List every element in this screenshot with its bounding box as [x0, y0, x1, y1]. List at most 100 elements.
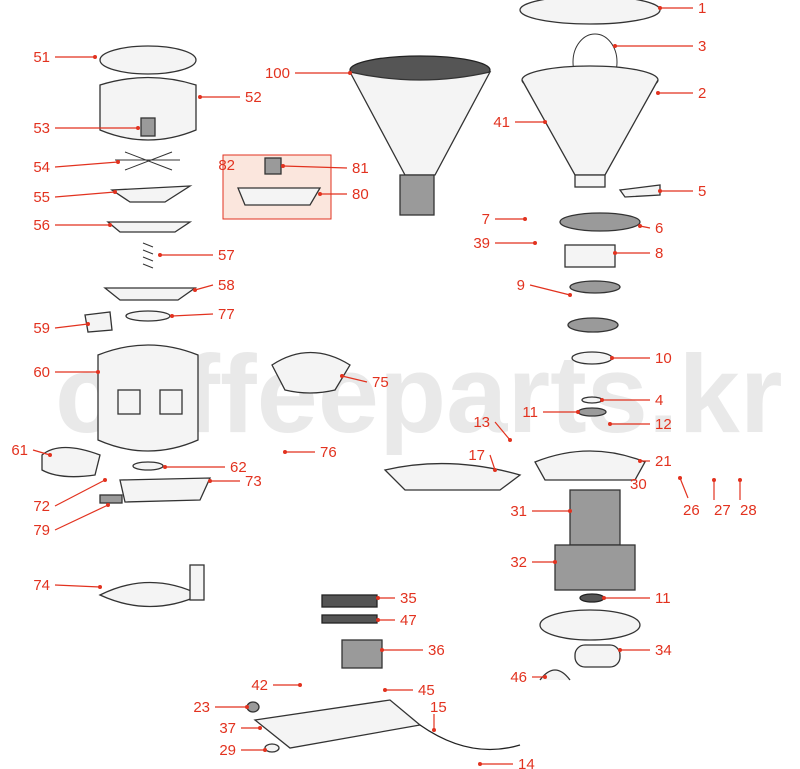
part-label-81: 81	[352, 160, 369, 177]
leader-line	[54, 504, 109, 531]
leader-arrow-icon	[658, 6, 662, 10]
part-label-60: 60	[33, 364, 50, 381]
leader-arrow-icon	[103, 478, 107, 482]
part-label-41: 41	[493, 114, 510, 131]
leader-arrow-icon	[113, 190, 117, 194]
leader-arrow-icon	[86, 322, 90, 326]
leader-arrow-icon	[543, 675, 547, 679]
part-label-55: 55	[33, 189, 50, 206]
part-label-61: 61	[11, 442, 28, 459]
leader-arrow-icon	[116, 160, 120, 164]
part-label-1: 1	[698, 0, 706, 17]
part-label-82: 82	[218, 157, 235, 174]
part-label-53: 53	[33, 120, 50, 137]
leader-arrow-icon	[298, 683, 302, 687]
part-label-28: 28	[740, 502, 757, 519]
leader-line	[529, 284, 571, 296]
part-label-79: 79	[33, 522, 50, 539]
part-label-62: 62	[230, 459, 247, 476]
part-label-52: 52	[245, 89, 262, 106]
leader-arrow-icon	[712, 478, 716, 482]
leader-arrow-icon	[600, 398, 604, 402]
part-label-11: 11	[522, 404, 538, 421]
part-label-3: 3	[698, 38, 706, 55]
leader-arrow-icon	[48, 453, 52, 457]
leader-arrow-icon	[340, 374, 344, 378]
part-label-73: 73	[245, 473, 262, 490]
part-label-76: 76	[320, 444, 337, 461]
part-label-31: 31	[510, 503, 527, 520]
part-label-9: 9	[517, 277, 525, 294]
leader-line	[54, 191, 116, 198]
leader-arrow-icon	[283, 450, 287, 454]
leader-arrow-icon	[281, 164, 285, 168]
leader-line	[194, 284, 214, 291]
part-label-75: 75	[372, 374, 389, 391]
part-label-57: 57	[218, 247, 235, 264]
leader-arrow-icon	[245, 705, 249, 709]
leader-arrow-icon	[108, 223, 112, 227]
leader-arrow-icon	[576, 410, 580, 414]
leader-arrow-icon	[533, 241, 537, 245]
leader-line	[679, 477, 689, 499]
leader-line	[494, 421, 511, 441]
leader-arrow-icon	[602, 596, 606, 600]
part-labels: 5152535455565758775960616273727976741008…	[11, 0, 756, 769]
leader-arrow-icon	[613, 251, 617, 255]
leader-arrow-icon	[376, 618, 380, 622]
leader-arrow-icon	[93, 55, 97, 59]
leader-arrow-icon	[383, 688, 387, 692]
leader-arrow-icon	[258, 726, 262, 730]
leader-arrow-icon	[656, 91, 660, 95]
part-label-80: 80	[352, 186, 369, 203]
leader-line	[54, 161, 119, 168]
leader-arrow-icon	[523, 217, 527, 221]
leader-arrow-icon	[738, 478, 742, 482]
leader-line	[171, 313, 214, 317]
part-label-12: 12	[655, 416, 672, 433]
part-label-42: 42	[251, 677, 268, 694]
leader-line	[54, 584, 101, 588]
leader-arrow-icon	[106, 503, 110, 507]
leader-arrow-icon	[608, 422, 612, 426]
leader-arrow-icon	[638, 224, 642, 228]
part-label-17: 17	[468, 447, 485, 464]
leader-arrow-icon	[158, 253, 162, 257]
part-label-77: 77	[218, 306, 235, 323]
part-label-36: 36	[428, 642, 445, 659]
leader-line	[32, 449, 51, 456]
part-label-21: 21	[655, 453, 672, 470]
parts-drawing	[41, 0, 661, 753]
leader-line	[54, 323, 89, 329]
leader-arrow-icon	[96, 370, 100, 374]
part-label-56: 56	[33, 217, 50, 234]
part-label-27: 27	[714, 502, 731, 519]
part-label-23: 23	[193, 699, 210, 716]
leader-arrow-icon	[568, 509, 572, 513]
part-label-58: 58	[218, 277, 235, 294]
part-label-51: 51	[33, 49, 50, 66]
leader-arrow-icon	[376, 596, 380, 600]
leader-arrow-icon	[170, 314, 174, 318]
part-label-37: 37	[219, 720, 236, 737]
leader-arrow-icon	[478, 762, 482, 766]
part-label-26: 26	[683, 502, 700, 519]
leader-arrow-icon	[610, 356, 614, 360]
leader-arrow-icon	[553, 560, 557, 564]
part-label-59: 59	[33, 320, 50, 337]
leader-arrow-icon	[613, 44, 617, 48]
part-label-54: 54	[33, 159, 50, 176]
leader-arrow-icon	[493, 468, 497, 472]
part-label-8: 8	[655, 245, 663, 262]
leader-arrow-icon	[163, 465, 167, 469]
leader-arrow-icon	[508, 438, 512, 442]
leader-arrow-icon	[136, 126, 140, 130]
part-label-11: 11	[655, 590, 671, 607]
leader-arrow-icon	[198, 95, 202, 99]
part-label-14: 14	[518, 756, 535, 769]
part-label-74: 74	[33, 577, 50, 594]
leader-arrow-icon	[432, 728, 436, 732]
part-label-100: 100	[265, 65, 290, 82]
part-label-30: 30	[630, 476, 647, 493]
